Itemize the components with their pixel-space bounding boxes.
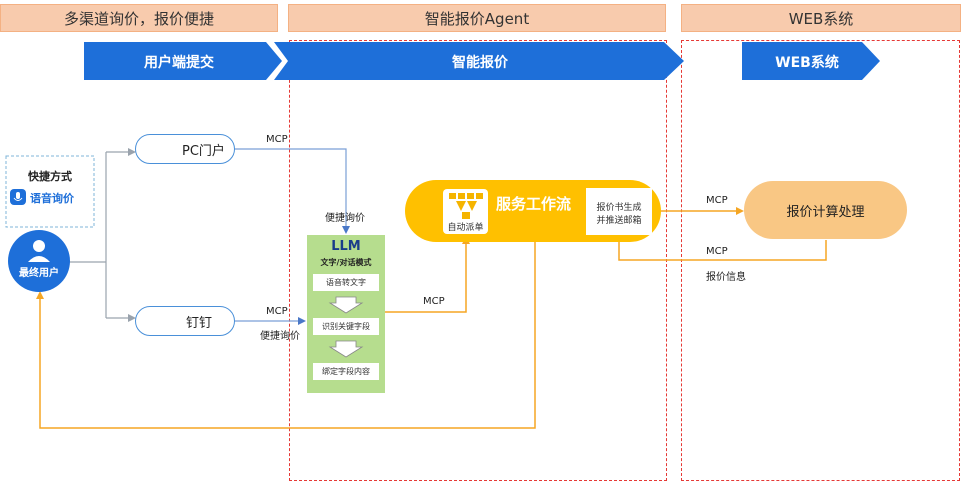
- header-web: WEB系统: [681, 4, 961, 32]
- ding-to-llm-arrow: [298, 317, 306, 325]
- workflow-to-user-arrow: [36, 291, 44, 299]
- header-channels: 多渠道询价，报价便捷: [0, 4, 278, 32]
- user-head-icon: [33, 240, 45, 252]
- mcp-label-dingtalk: MCP: [266, 306, 288, 317]
- voice-inquiry-link[interactable]: 语音询价: [30, 192, 74, 205]
- workflow-title: 服务工作流: [496, 195, 572, 213]
- llm-down-arrow-1: [328, 296, 364, 314]
- calc-pill-shape: [744, 181, 907, 239]
- llm-title: LLM: [331, 239, 361, 254]
- llm-subtitle: 文字/对话模式: [320, 258, 372, 267]
- banner-submit-shape: [84, 42, 282, 80]
- mcp-label-out: MCP: [706, 195, 728, 206]
- banner-smart: 智能报价: [452, 55, 508, 71]
- report-line1: 报价书生成: [596, 203, 642, 213]
- end-user-label: 最终用户: [19, 268, 59, 279]
- mcp-label-llm: MCP: [423, 296, 445, 307]
- dingtalk-label: 钉钉: [186, 315, 213, 331]
- report-box-shape: [586, 188, 652, 235]
- llm-step3-box: [313, 363, 379, 380]
- calc-return-line: [618, 240, 827, 261]
- pc-to-llm-arrow: [342, 226, 350, 234]
- banner-smart-shape: [274, 42, 684, 80]
- report-line2: 并推送邮箱: [596, 216, 642, 226]
- pc-portal-label: PC门户: [182, 143, 225, 159]
- banner-submit: 用户端提交: [144, 55, 214, 71]
- arrow-to-pc: [128, 148, 136, 156]
- llm-step2-box: [313, 318, 379, 335]
- quote-info-label: 报价信息: [706, 272, 746, 283]
- quick-inquiry-label-pc: 便捷询价: [325, 213, 365, 224]
- shortcut-title: 快捷方式: [28, 170, 72, 183]
- auto-dispatch-label: 自动派单: [447, 223, 484, 233]
- llm-step-speech-to-text: 语音转文字: [326, 278, 366, 287]
- llm-step-identify-fields: 识别关键字段: [322, 322, 370, 331]
- llm-to-workflow-line: [384, 242, 467, 313]
- llm-down-arrow-2: [328, 340, 364, 358]
- user-channel-connector: [66, 151, 130, 319]
- banner-web: WEB系统: [775, 55, 839, 71]
- llm-step-bind-fields: 绑定字段内容: [322, 367, 370, 376]
- mcp-label-pc: MCP: [266, 134, 288, 145]
- header-agent: 智能报价Agent: [288, 4, 666, 32]
- mcp-label-back: MCP: [706, 246, 728, 257]
- quick-inquiry-label-dingtalk: 便捷询价: [260, 331, 300, 342]
- workflow-to-calc-arrow: [736, 207, 744, 215]
- quote-calc-label: 报价计算处理: [786, 205, 865, 220]
- dispatch-icon: [449, 193, 483, 219]
- banner-web-shape: [742, 42, 880, 80]
- llm-step1-box: [313, 274, 379, 291]
- dispatch-tile-shape: [443, 189, 488, 234]
- user-body-icon: [28, 256, 50, 262]
- arrow-to-dingtalk: [128, 314, 136, 322]
- pc-to-llm-line: [234, 148, 347, 228]
- workflow-to-user-line: [39, 242, 536, 429]
- pc-portal-button[interactable]: PC门户: [135, 134, 235, 164]
- dingtalk-button[interactable]: 钉钉: [135, 306, 235, 336]
